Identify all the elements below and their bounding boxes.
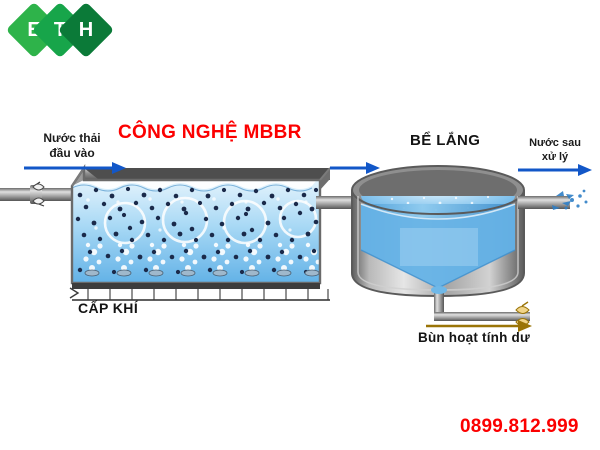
outlet-label: Nước sau xử lý <box>516 136 594 164</box>
water-splash-icon <box>552 189 588 210</box>
air-supply-arrow-icon <box>69 287 80 299</box>
inlet-pipe <box>0 181 86 207</box>
aeration-label: CẤP KHÍ <box>78 300 139 316</box>
arrow-inlet <box>24 162 126 174</box>
bubble-plumes <box>83 242 320 271</box>
inlet-label-line1: Nước thải <box>43 131 101 145</box>
mbbr-tank <box>70 164 331 289</box>
sludge-label: Bùn hoạt tính dư <box>418 330 530 345</box>
arrow-transfer <box>330 162 380 174</box>
settling-tank-label: BỂ LẮNG <box>410 132 481 149</box>
settling-tank <box>351 165 525 298</box>
arrow-outlet <box>518 164 592 176</box>
outlet-label-line1: Nước sau <box>529 137 581 149</box>
arrow-sludge <box>426 320 532 332</box>
outlet-label-line2: xử lý <box>541 151 569 163</box>
inlet-valve-icon <box>32 183 45 205</box>
inlet-label-line2: đầu vào <box>49 146 95 160</box>
page-title: CÔNG NGHỆ MBBR <box>118 122 302 143</box>
inlet-label: Nước thải đầu vào <box>22 131 122 161</box>
contact-phone: 0899.812.999 <box>460 416 579 437</box>
outlet-pipe <box>518 189 588 210</box>
aeration-diffuser-grid <box>69 269 330 301</box>
flow-arrows <box>24 162 592 332</box>
